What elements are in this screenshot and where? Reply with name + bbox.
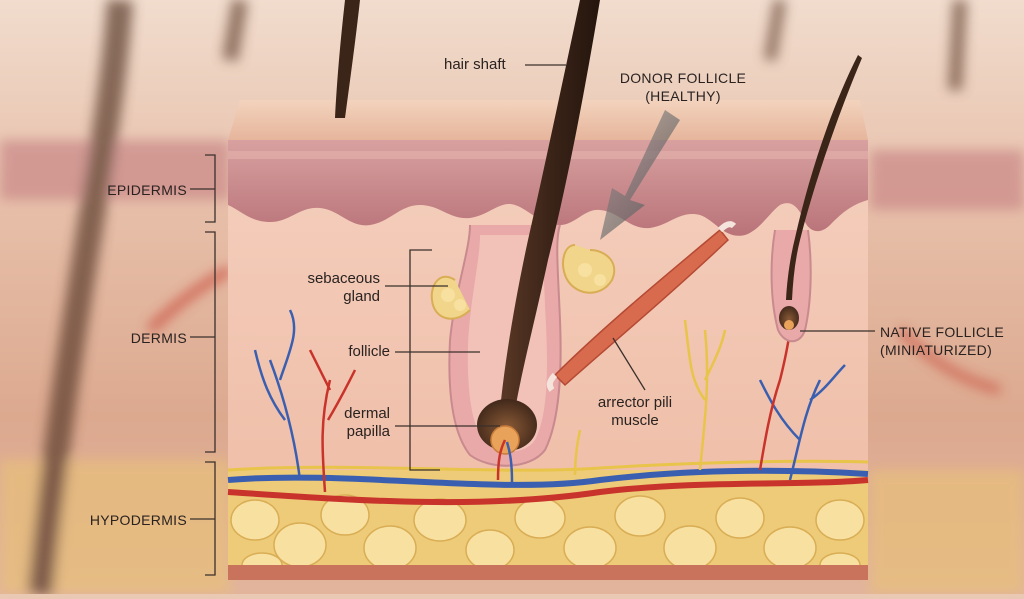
label-donor-follicle: DONOR FOLLICLE (HEALTHY) — [598, 69, 768, 105]
label-arrector-pili: arrector pili muscle — [575, 394, 695, 430]
artery-horizontal — [227, 477, 869, 506]
label-dermis: DERMIS — [130, 330, 187, 346]
label-native-follicle-line2: (MINIATURIZED) — [880, 342, 993, 358]
skin-surface-top — [228, 100, 868, 140]
native-hair-shaft — [786, 55, 862, 300]
vein-branches-right — [758, 364, 846, 481]
nerve-horizontal — [227, 459, 869, 472]
label-dermal-papilla-line1: dermal — [344, 405, 390, 422]
label-sebaceous-line2: gland — [343, 288, 380, 305]
artery-branches-left — [308, 349, 357, 493]
label-dermal-papilla-line2: papilla — [346, 423, 390, 440]
label-epidermis: EPIDERMIS — [107, 182, 187, 198]
label-native-follicle: NATIVE FOLLICLE (MINIATURIZED) — [880, 323, 1004, 359]
arrector-pili-muscle — [553, 228, 730, 387]
artery-branch-right — [758, 329, 792, 471]
nerve-branch-center — [573, 429, 582, 476]
label-native-follicle-line1: NATIVE FOLLICLE — [880, 324, 1005, 340]
label-hypodermis: HYPODERMIS — [89, 512, 187, 528]
nerve-branch-right — [683, 319, 727, 471]
donor-hair-shaft — [500, 0, 600, 410]
leader-lines — [385, 64, 875, 427]
label-donor-follicle-line1: DONOR FOLLICLE — [619, 70, 747, 86]
native-hair-bulb — [779, 306, 799, 330]
hair-left — [335, 0, 360, 118]
label-arrector-line1: arrector pili — [597, 394, 673, 411]
vein-horizontal — [227, 467, 869, 488]
label-follicle: follicle — [348, 343, 390, 360]
label-hair-shaft: hair shaft — [444, 56, 506, 73]
label-dermal-papilla: dermal papilla — [300, 405, 390, 441]
label-sebaceous-line1: sebaceous — [307, 270, 380, 287]
layer-brackets — [190, 154, 216, 576]
vein-branches-left — [253, 309, 302, 481]
label-sebaceous-gland: sebaceous gland — [270, 270, 380, 306]
follicle-bracket — [409, 249, 440, 471]
donor-arrow — [600, 110, 680, 240]
label-donor-follicle-line2: (HEALTHY) — [645, 88, 721, 104]
label-arrector-line2: muscle — [611, 412, 659, 429]
